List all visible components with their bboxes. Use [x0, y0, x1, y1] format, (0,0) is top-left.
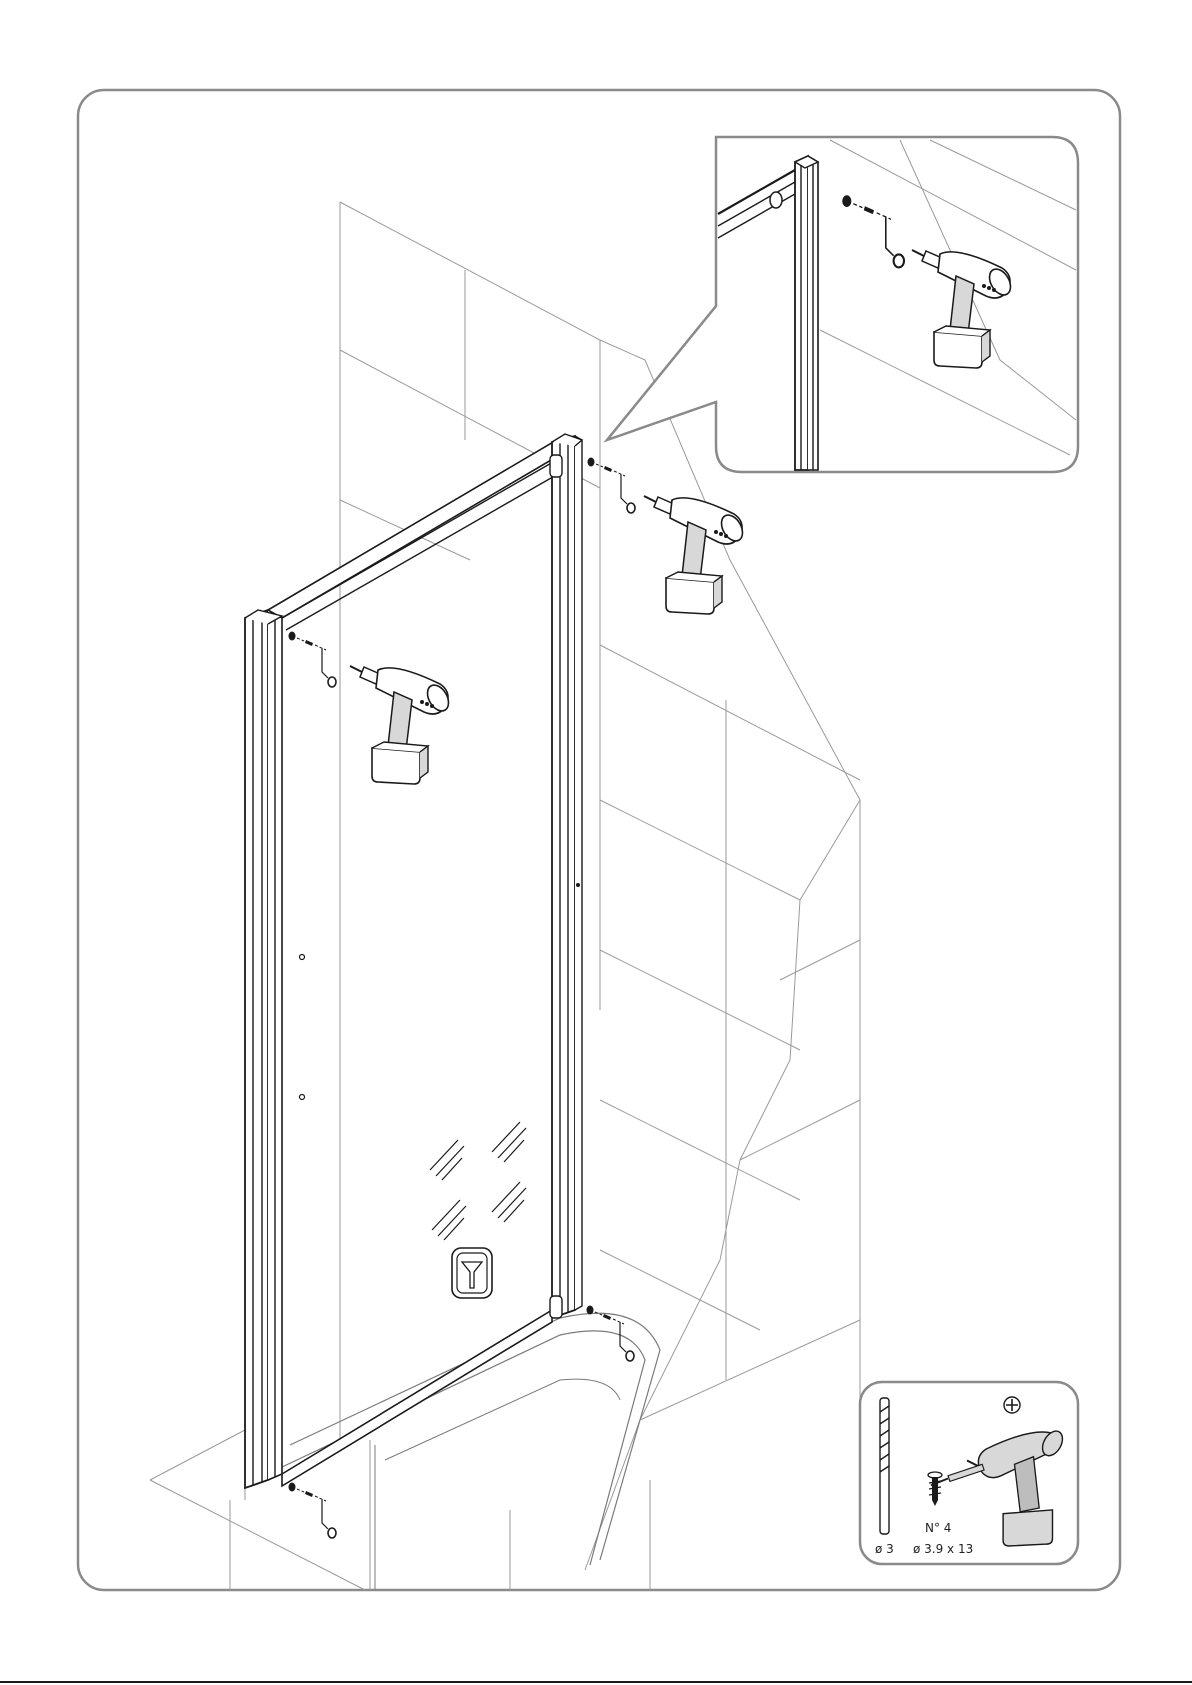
drill-tool-top-right: [644, 496, 747, 614]
screw-count-label: N° 4: [925, 1521, 951, 1535]
fixing-bottom-left: [289, 1483, 337, 1539]
tools-box: ø 3 N° 4 ø 3.9 x 13: [860, 1382, 1078, 1564]
glass-reflection-marks: [430, 1122, 526, 1240]
phillips-head-icon: [1004, 1397, 1020, 1413]
detail-callout: [607, 137, 1078, 472]
shower-door-panel: [245, 434, 582, 1488]
safety-glass-logo: [452, 1248, 492, 1298]
fixing-top-left: [289, 632, 337, 688]
drill-bit-label: ø 3: [875, 1542, 894, 1556]
drill-tool-top-left: [350, 666, 453, 784]
screw-size-label: ø 3.9 x 13: [913, 1542, 973, 1556]
drill-bit-icon: [880, 1398, 889, 1534]
